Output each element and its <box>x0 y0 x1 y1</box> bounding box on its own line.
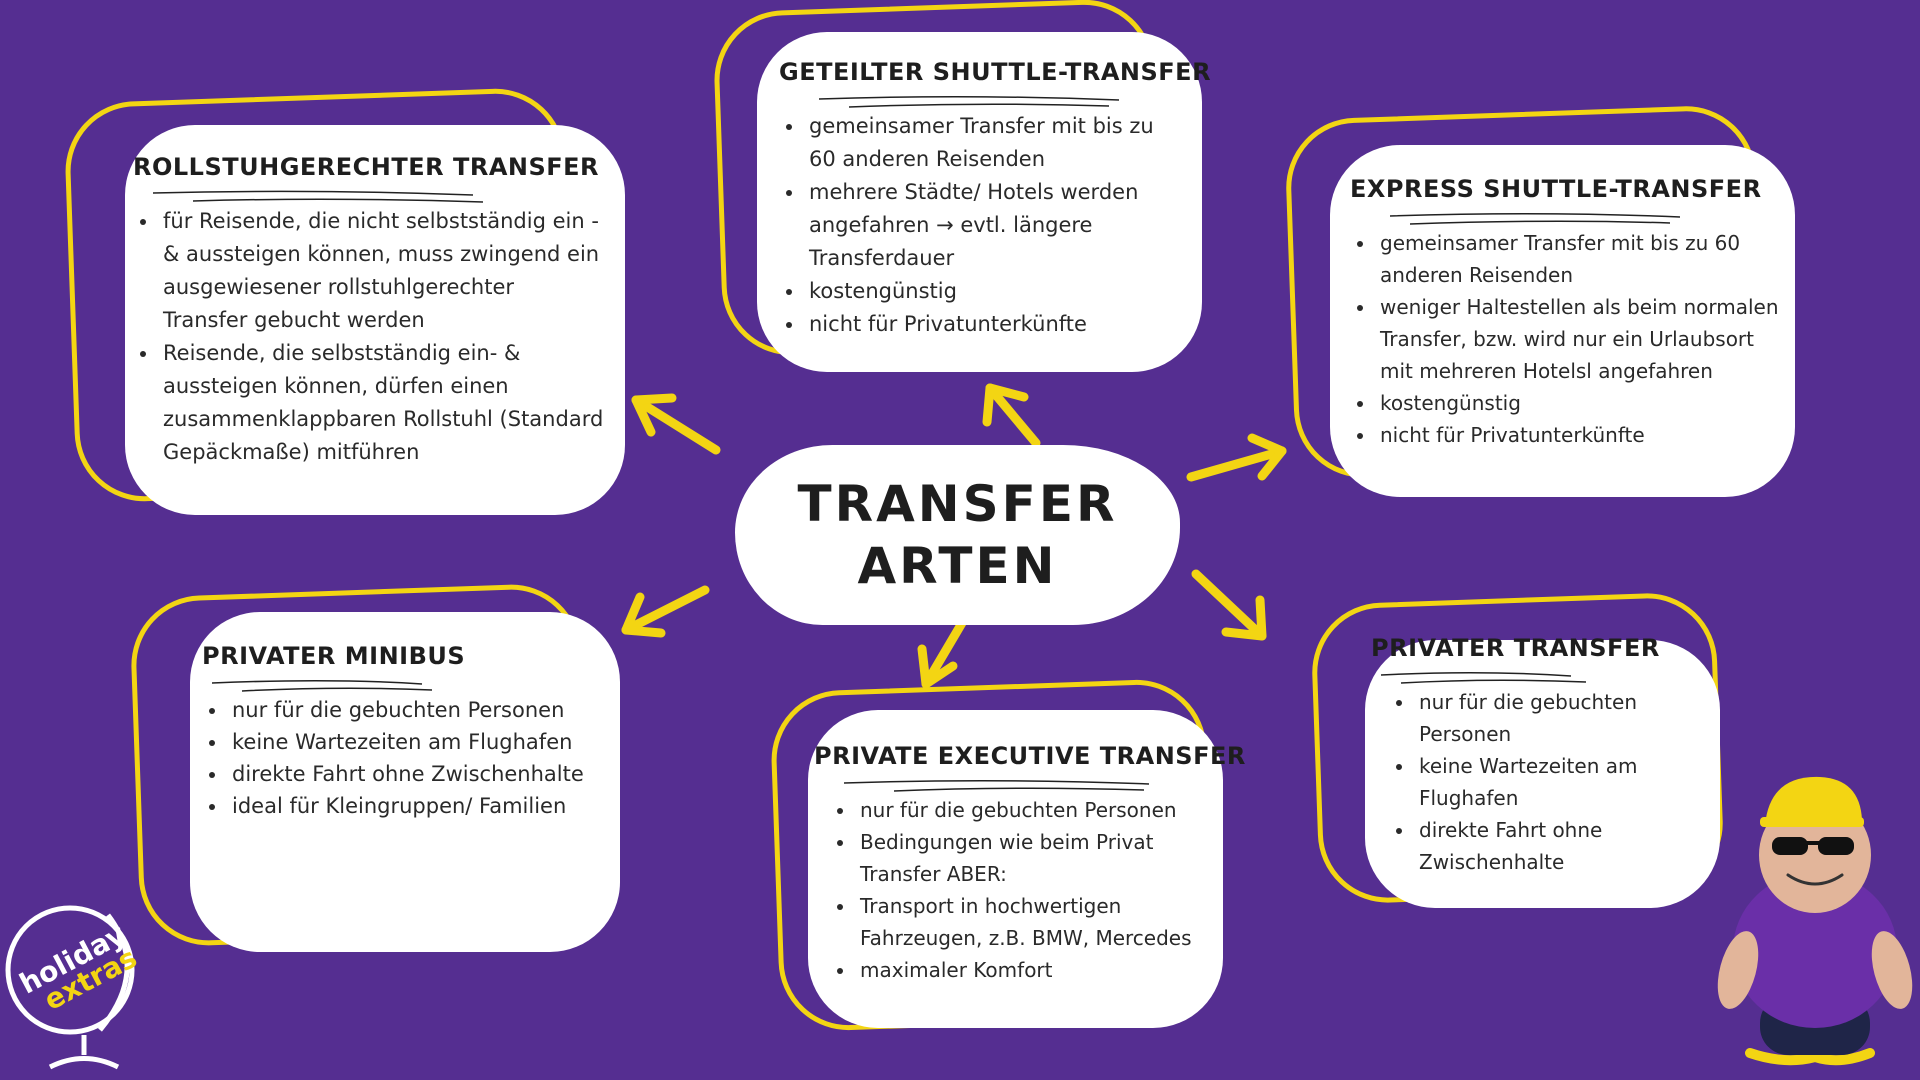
list-item: keine Wartezeiten am Flughafen <box>228 726 608 758</box>
title-underline <box>818 95 1120 108</box>
list-item: keine Wartezeiten am Flughafen <box>1415 750 1708 814</box>
list-item: kostengünstig <box>1376 387 1787 419</box>
arrow-icon <box>982 383 1041 448</box>
center-title-blob: TRANSFER ARTEN <box>735 445 1180 625</box>
card-express-shuttle: EXPRESS SHUTTLE-TRANSFER gemeinsamer Tra… <box>1330 145 1795 497</box>
list-item: gemeinsamer Transfer mit bis zu 60 ander… <box>1376 227 1787 291</box>
card-title: ROLLSTUHGERECHTER TRANSFER <box>133 153 600 181</box>
list-item: nicht für Privatunterkünfte <box>805 308 1184 341</box>
card-title: PRIVATE EXECUTIVE TRANSFER <box>814 742 1246 770</box>
bullet-list: für Reisende, die nicht selbstständig ei… <box>133 205 605 469</box>
arrow-icon <box>1186 433 1287 482</box>
center-title-line2: ARTEN <box>857 537 1058 595</box>
list-item: für Reisende, die nicht selbstständig ei… <box>159 205 605 337</box>
arrow-icon <box>621 585 710 638</box>
list-item: nur für die gebuchten Personen <box>856 794 1213 826</box>
list-item: kostengünstig <box>805 275 1184 308</box>
title-underline <box>1380 671 1587 684</box>
mascot-icon <box>1717 776 1913 1066</box>
list-item: Reisende, die selbstständig ein- & ausst… <box>159 337 605 469</box>
list-item: ideal für Kleingruppen/ Familien <box>228 790 608 822</box>
bullet-list: nur für die gebuchten Personen keine War… <box>202 694 608 822</box>
card-title: GETEILTER SHUTTLE-TRANSFER <box>779 58 1212 86</box>
list-item: maximaler Komfort <box>856 954 1213 986</box>
title-underline <box>152 190 484 203</box>
list-item: Bedingungen wie beim Privat Transfer ABE… <box>856 826 1213 890</box>
bullet-list: gemeinsamer Transfer mit bis zu 60 ander… <box>1350 227 1787 451</box>
card-privater-transfer: PRIVATER TRANSFER nur für die gebuchten … <box>1365 634 1720 908</box>
card-title: PRIVATER TRANSFER <box>1371 634 1660 662</box>
bullet-list: nur für die gebuchten Personen Bedingung… <box>814 794 1213 986</box>
bullet-list: gemeinsamer Transfer mit bis zu 60 ander… <box>779 110 1184 341</box>
title-underline <box>1389 212 1681 225</box>
center-title-line1: TRANSFER <box>797 475 1118 533</box>
arrow-icon <box>1191 569 1267 641</box>
list-item: weniger Haltestellen als beim normalen T… <box>1376 291 1787 387</box>
card-title: PRIVATER MINIBUS <box>202 642 466 670</box>
arrow-icon <box>631 393 721 455</box>
card-private-executive: PRIVATE EXECUTIVE TRANSFER nur für die g… <box>808 710 1246 1028</box>
list-item: mehrere Städte/ Hotels werden angefahren… <box>805 176 1184 275</box>
card-geteilter-shuttle: GETEILTER SHUTTLE-TRANSFER gemeinsamer T… <box>757 32 1212 372</box>
bullet-list: nur für die gebuchten Personen keine War… <box>1371 686 1708 878</box>
list-item: direkte Fahrt ohne Zwischenhalte <box>228 758 608 790</box>
card-privater-minibus: PRIVATER MINIBUS nur für die gebuchten P… <box>190 612 620 952</box>
list-item: Transport in hochwertigen Fahrzeugen, z.… <box>856 890 1213 954</box>
globe-logo-icon: holiday extras <box>5 905 142 1070</box>
list-item: direkte Fahrt ohne Zwischenhalte <box>1415 814 1708 878</box>
list-item: nicht für Privatunterkünfte <box>1376 419 1787 451</box>
list-item: nur für die gebuchten Personen <box>228 694 608 726</box>
list-item: gemeinsamer Transfer mit bis zu 60 ander… <box>805 110 1184 176</box>
title-underline <box>211 679 433 692</box>
card-rollstuhl-transfer: ROLLSTUHGERECHTER TRANSFER für Reisende,… <box>125 125 625 515</box>
list-item: nur für die gebuchten Personen <box>1415 686 1708 750</box>
arrow-icon <box>917 618 967 689</box>
card-title: EXPRESS SHUTTLE-TRANSFER <box>1350 175 1762 203</box>
title-underline <box>843 779 1150 792</box>
